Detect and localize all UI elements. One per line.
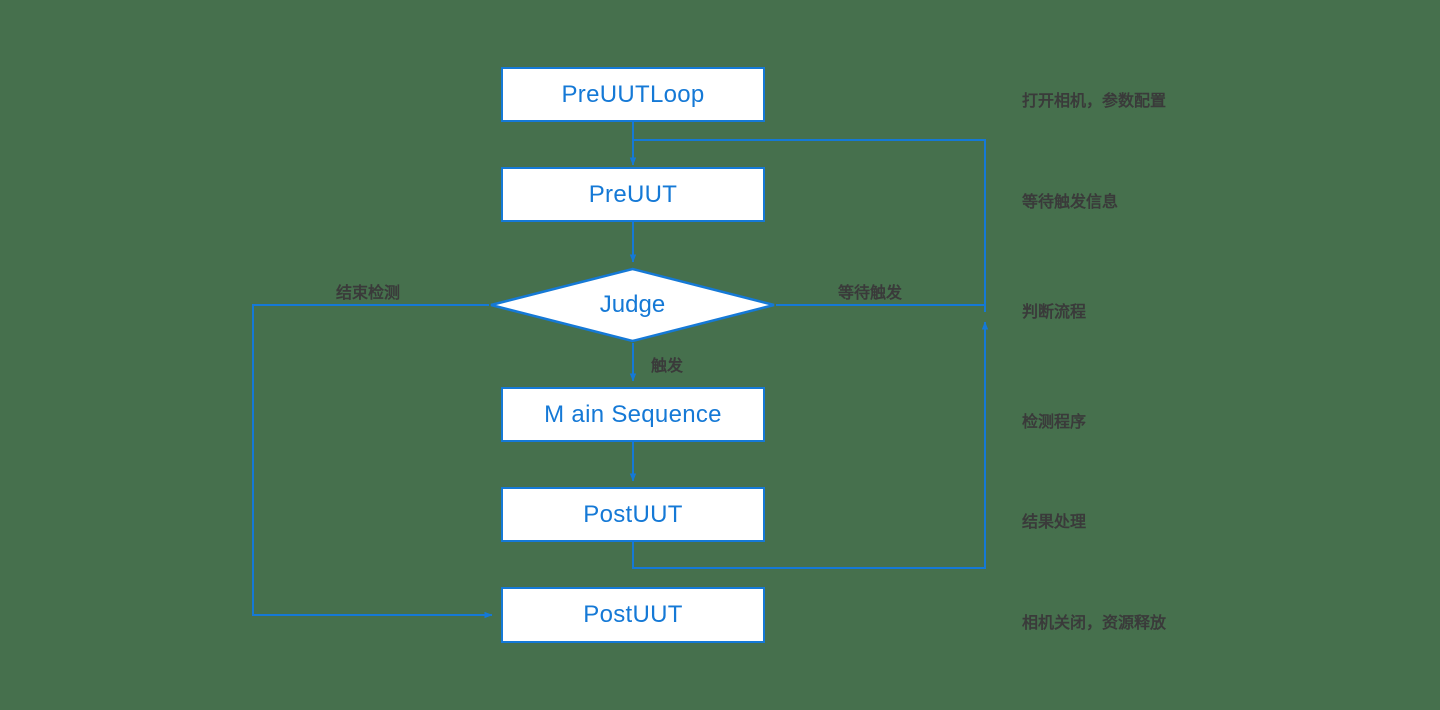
node-preuut-label: PreUUT xyxy=(588,180,678,208)
annotation-postuut-1: 结果处理 xyxy=(1022,514,1087,531)
node-postuut-1-label: PostUUT xyxy=(583,500,683,528)
node-preuutloop[interactable]: PreUUTLoop xyxy=(501,67,765,122)
node-postuut-1[interactable]: PostUUT xyxy=(501,487,765,542)
node-main-sequence-label: M ain Sequence xyxy=(544,400,722,428)
edge-judge-left-to-postuut-2 xyxy=(252,304,493,619)
node-judge-label-wrap: Judge xyxy=(489,267,776,343)
annotation-judge: 判断流程 xyxy=(1022,304,1087,321)
annotation-preuutloop: 打开相机，参数配置 xyxy=(1022,93,1167,110)
node-preuut[interactable]: PreUUT xyxy=(501,167,765,222)
annotation-preuut: 等待触发信息 xyxy=(1022,194,1119,211)
edge-label-end-detection: 结束检测 xyxy=(336,285,401,302)
edge-branch-to-right-bus xyxy=(633,139,986,312)
node-judge-label: Judge xyxy=(599,291,666,318)
node-judge[interactable]: Judge xyxy=(489,267,776,343)
node-postuut-2-label: PostUUT xyxy=(583,601,683,628)
edge-label-trigger: 触发 xyxy=(651,358,684,375)
node-main-sequence[interactable]: M ain Sequence xyxy=(501,387,765,442)
node-postuut-2[interactable]: PostUUT xyxy=(501,587,765,643)
edge-label-wait-trigger: 等待触发 xyxy=(838,285,903,302)
judge-diamond-shape xyxy=(490,267,775,343)
node-preuutloop-label: PreUUTLoop xyxy=(561,80,705,108)
annotation-postuut-2: 相机关闭，资源释放 xyxy=(1022,615,1167,632)
edge-postuut-1-return-loop xyxy=(632,321,989,569)
annotation-main-sequence: 检测程序 xyxy=(1022,414,1087,431)
